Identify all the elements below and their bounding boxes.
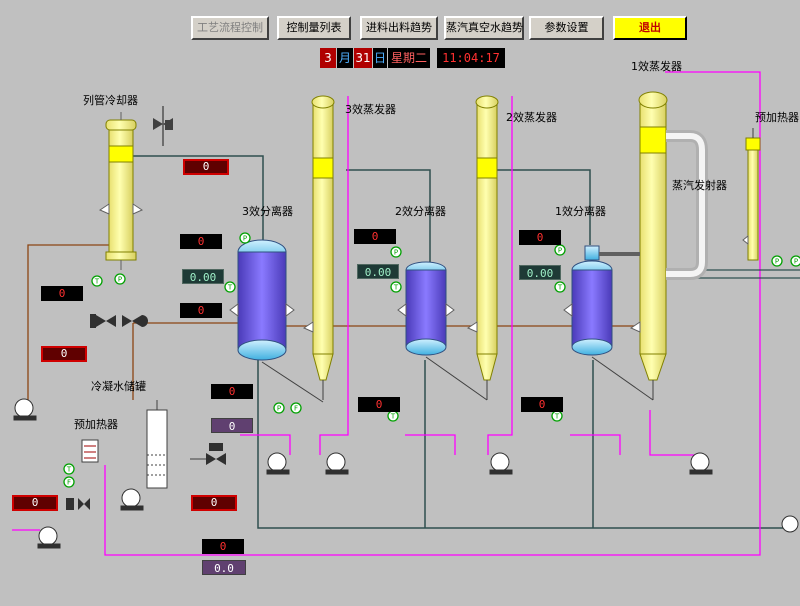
day-value: 31 bbox=[354, 48, 372, 68]
exit-button[interactable]: 退出 bbox=[613, 16, 687, 40]
weekday-value: 星期二 bbox=[388, 48, 430, 68]
month-value: 3 bbox=[320, 48, 336, 68]
pressure-instrument-mark: P bbox=[558, 247, 562, 255]
pump3-reading: 0 bbox=[211, 384, 253, 399]
feed-flow-reading: 0 bbox=[12, 495, 58, 511]
temperature-instrument-mark: T bbox=[66, 466, 72, 474]
evaporator-2-label: 2效蒸发器 bbox=[506, 111, 557, 124]
time-value: 11:04:17 bbox=[437, 48, 505, 68]
evaporator-2 bbox=[466, 95, 499, 400]
sep1-level-reading: 0 bbox=[519, 230, 561, 245]
evaporator-1 bbox=[629, 91, 668, 400]
preheater-left-label: 预加热器 bbox=[74, 418, 118, 431]
separator-2-label: 2效分离器 bbox=[395, 205, 446, 218]
condensate-tank-label: 冷凝水储罐 bbox=[91, 380, 146, 393]
pump3-flow-reading: 0 bbox=[211, 418, 253, 433]
flow-instrument-mark: F bbox=[294, 405, 298, 413]
condenser-temp-reading: 0 bbox=[41, 286, 83, 301]
process-control-button[interactable]: 工艺流程控制 bbox=[191, 16, 269, 40]
separator-1-label: 1效分离器 bbox=[555, 205, 606, 218]
feed-discharge-trend-button[interactable]: 进料出料趋势 bbox=[360, 16, 438, 40]
vacuum-lines bbox=[133, 155, 790, 529]
evaporator-1-label: 1效蒸发器 bbox=[631, 60, 682, 73]
evaporator-3 bbox=[302, 95, 335, 400]
temperature-instrument-mark: T bbox=[390, 413, 396, 421]
steam-reading: 0 bbox=[202, 539, 244, 554]
sep3-pressure-reading: 0.00 bbox=[182, 269, 224, 284]
separator-2 bbox=[397, 261, 455, 356]
vacuum-valve bbox=[153, 106, 173, 146]
preheater-right-label: 预加热器 bbox=[755, 111, 799, 124]
pressure-instrument-mark: P bbox=[118, 276, 122, 284]
condenser-label: 列管冷却器 bbox=[83, 94, 138, 107]
month-unit: 月 bbox=[337, 48, 353, 68]
instrument-bubbles bbox=[63, 232, 800, 488]
condensate-tank bbox=[146, 400, 168, 489]
pressure-instrument-mark: P bbox=[243, 235, 247, 243]
tube-condenser bbox=[98, 112, 144, 270]
steam-lines bbox=[12, 71, 761, 556]
temperature-instrument-mark: T bbox=[94, 278, 100, 286]
pressure-instrument-mark: P bbox=[794, 258, 798, 266]
condenser-outlet-reading: 0 bbox=[183, 159, 229, 175]
pumps bbox=[13, 398, 799, 549]
temperature-instrument-mark: T bbox=[227, 284, 233, 292]
parameter-settings-button[interactable]: 参数设置 bbox=[529, 16, 604, 40]
flow-instrument-mark: F bbox=[67, 479, 71, 487]
day-unit: 日 bbox=[373, 48, 387, 68]
steam-ejector bbox=[666, 130, 708, 280]
temperature-instrument-mark: T bbox=[554, 413, 560, 421]
sep3-level-reading: 0 bbox=[180, 234, 222, 249]
steam-ejector-label: 蒸汽发射器 bbox=[672, 179, 727, 192]
pressure-instrument-mark: P bbox=[277, 405, 281, 413]
tank-level-reading: 0 bbox=[191, 495, 237, 511]
valves bbox=[66, 314, 226, 510]
steam-flow-reading: 0.0 bbox=[202, 560, 246, 575]
separator-1 bbox=[563, 245, 640, 356]
pressure-instrument-mark: P bbox=[394, 249, 398, 257]
preheater-right bbox=[742, 128, 761, 261]
temperature-instrument-mark: T bbox=[393, 284, 399, 292]
sep1-pressure-reading: 0.00 bbox=[519, 265, 561, 280]
separator-3-label: 3效分离器 bbox=[242, 205, 293, 218]
evaporator-3-label: 3效蒸发器 bbox=[345, 103, 396, 116]
preheater-left bbox=[81, 439, 99, 463]
pressure-instrument-mark: P bbox=[775, 258, 779, 266]
pump1-reading: 0 bbox=[521, 397, 563, 412]
sep2-level-reading: 0 bbox=[354, 229, 396, 244]
sep2-pressure-reading: 0.00 bbox=[357, 264, 399, 279]
control-list-button[interactable]: 控制量列表 bbox=[277, 16, 351, 40]
pump2-reading: 0 bbox=[358, 397, 400, 412]
sep3-temp-reading: 0 bbox=[180, 303, 222, 318]
separator-3 bbox=[229, 239, 295, 361]
condensate-lines bbox=[27, 244, 640, 405]
temperature-instrument-mark: T bbox=[557, 284, 563, 292]
condensate-flow-reading: 0 bbox=[41, 346, 87, 362]
steam-vacuum-water-trend-button[interactable]: 蒸汽真空水趋势 bbox=[444, 16, 524, 40]
